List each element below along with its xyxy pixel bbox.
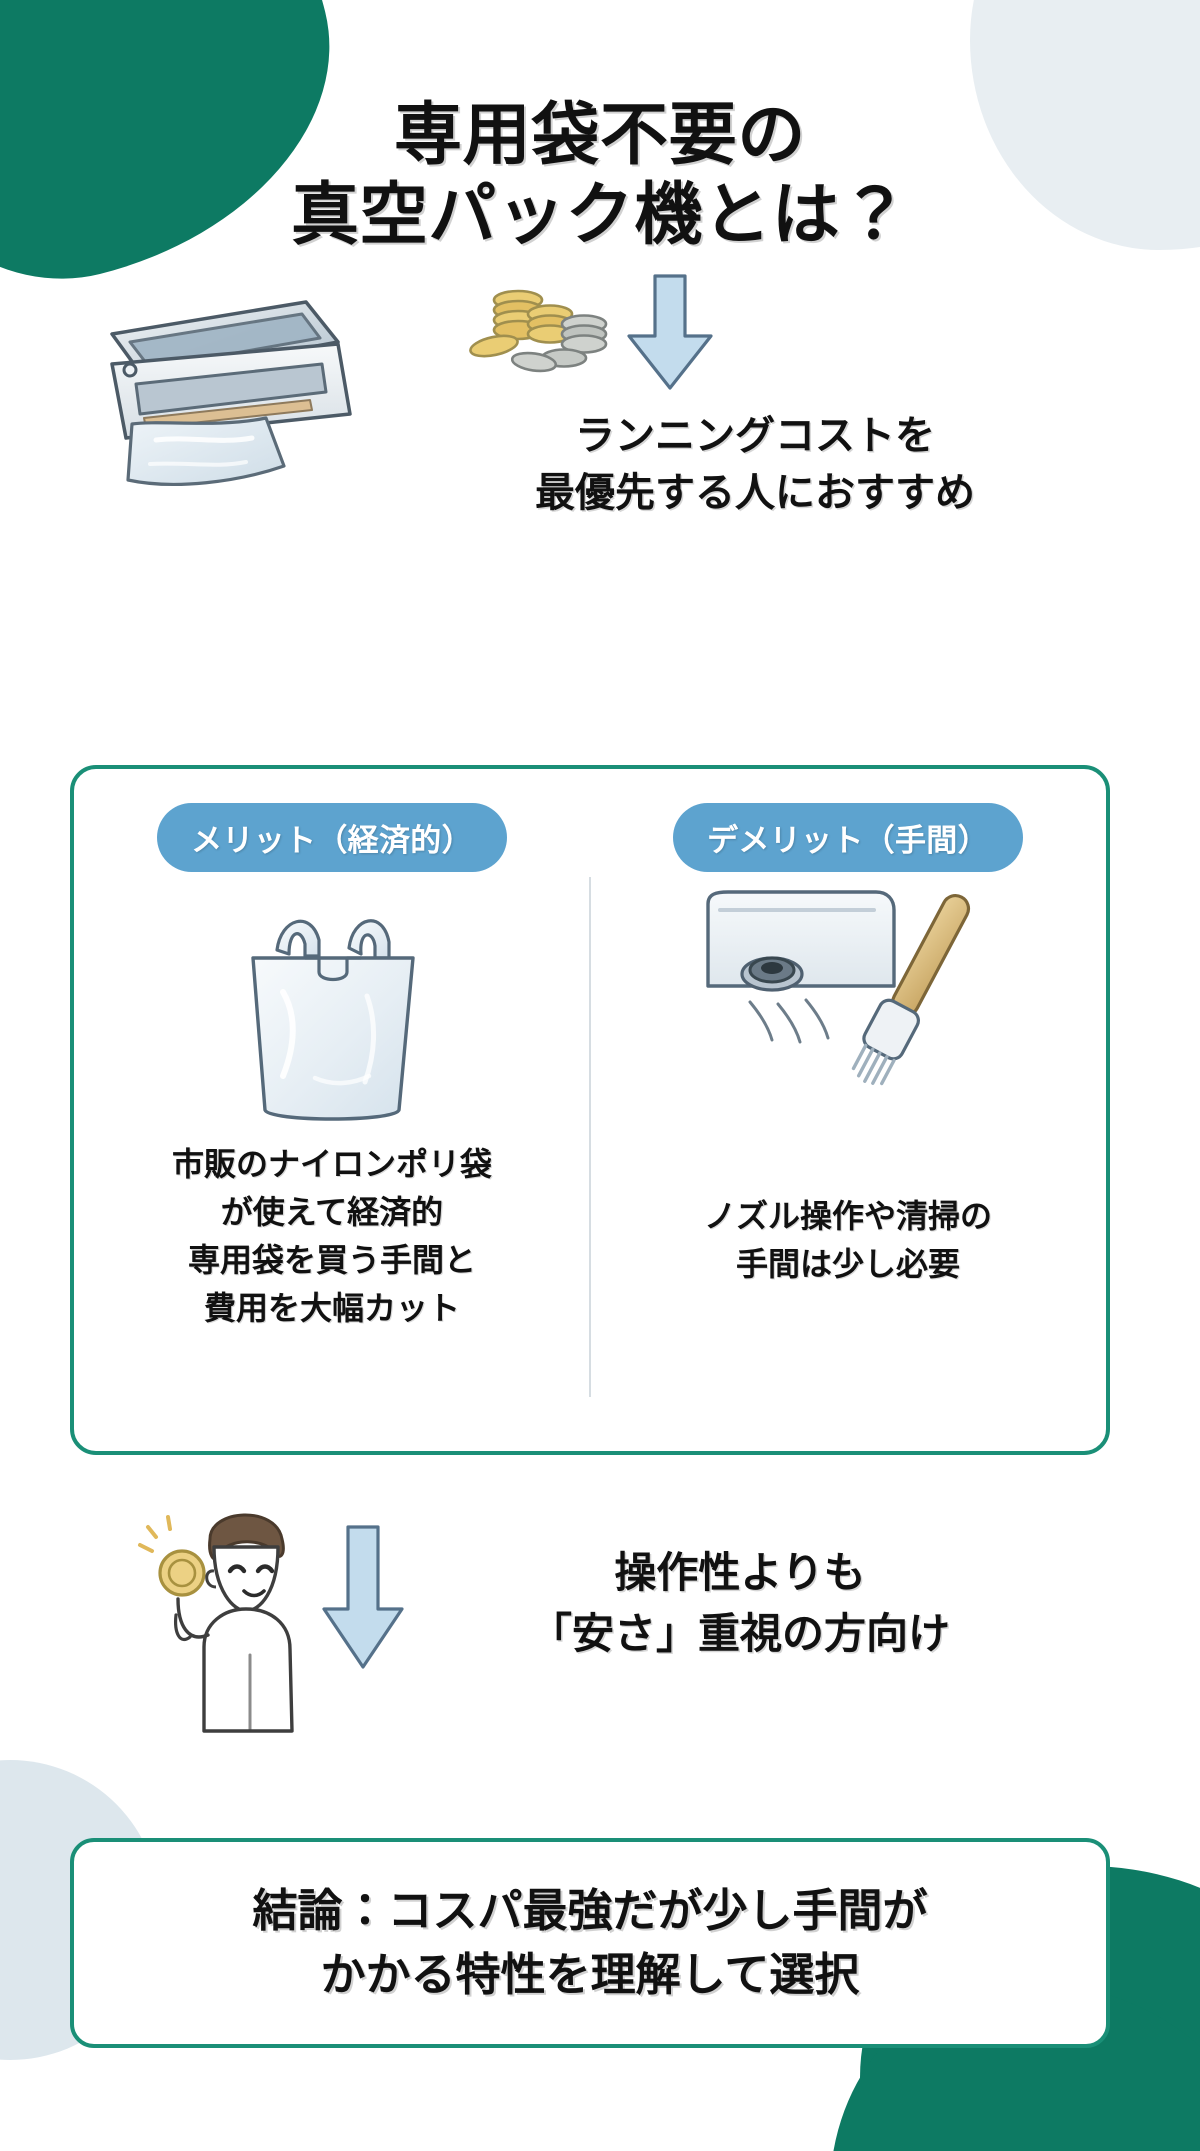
stacked-coins-icon bbox=[460, 278, 620, 388]
recommendation-line-2: 「安さ」重視の方向け bbox=[529, 1608, 950, 1658]
demerit-text: ノズル操作や清掃の 手間は少し必要 bbox=[704, 1192, 992, 1288]
vacuum-sealer-icon bbox=[70, 268, 370, 508]
person-with-coin-idea-icon bbox=[130, 1495, 330, 1733]
merit-badge: メリット（経済的） bbox=[157, 803, 507, 872]
demerit-column: デメリット（手間） bbox=[590, 769, 1106, 1451]
recommendation-line-1: 操作性よりも bbox=[614, 1548, 866, 1597]
comparison-divider bbox=[589, 877, 591, 1397]
demerit-illustration bbox=[590, 890, 1106, 1140]
hero-section: ランニングコストを 最優先する人におすすめ bbox=[0, 268, 1200, 538]
demerit-badge: デメリット（手間） bbox=[673, 803, 1023, 872]
plastic-bag-icon bbox=[207, 896, 457, 1140]
title-line-2: 真空パック機とは？ bbox=[290, 176, 910, 256]
demerit-line-1: ノズル操作や清掃の bbox=[703, 1197, 992, 1235]
merit-line-1: 市販のナイロンポリ袋 bbox=[171, 1145, 492, 1183]
merit-illustration bbox=[74, 890, 590, 1140]
arrow-down-icon bbox=[625, 272, 715, 398]
conclusion-line-1: 結論：コスパ最強だが少し手間が bbox=[252, 1884, 928, 1938]
arrow-down-icon bbox=[320, 1523, 406, 1677]
merit-text: 市販のナイロンポリ袋 が使えて経済的 専用袋を買う手間と 費用を大幅カット bbox=[172, 1140, 492, 1332]
merit-column: メリット（経済的） bbox=[74, 769, 590, 1451]
merit-line-3: 専用袋を買う手間と bbox=[187, 1241, 476, 1279]
title-line-1: 専用袋不要の bbox=[393, 96, 807, 175]
conclusion-box: 結論：コスパ最強だが少し手間が かかる特性を理解して選択 bbox=[70, 1838, 1110, 2048]
conclusion-line-2: かかる特性を理解して選択 bbox=[320, 1948, 860, 2001]
recommendation-caption: 操作性よりも 「安さ」重視の方向け bbox=[420, 1543, 1060, 1665]
hero-caption-line-1: ランニングコストを bbox=[575, 413, 935, 459]
hero-caption-line-2: 最優先する人におすすめ bbox=[535, 469, 975, 516]
hero-caption: ランニングコストを 最優先する人におすすめ bbox=[355, 408, 1155, 522]
merit-line-2: が使えて経済的 bbox=[220, 1193, 444, 1231]
merit-line-4: 費用を大幅カット bbox=[203, 1289, 460, 1327]
recommendation-section: 操作性よりも 「安さ」重視の方向け bbox=[0, 1495, 1200, 1745]
demerit-line-2: 手間は少し必要 bbox=[735, 1245, 960, 1283]
nozzle-and-brush-icon bbox=[698, 890, 998, 1124]
page-title: 専用袋不要の 真空パック機とは？ bbox=[0, 96, 1200, 256]
comparison-card: メリット（経済的） bbox=[70, 765, 1110, 1455]
